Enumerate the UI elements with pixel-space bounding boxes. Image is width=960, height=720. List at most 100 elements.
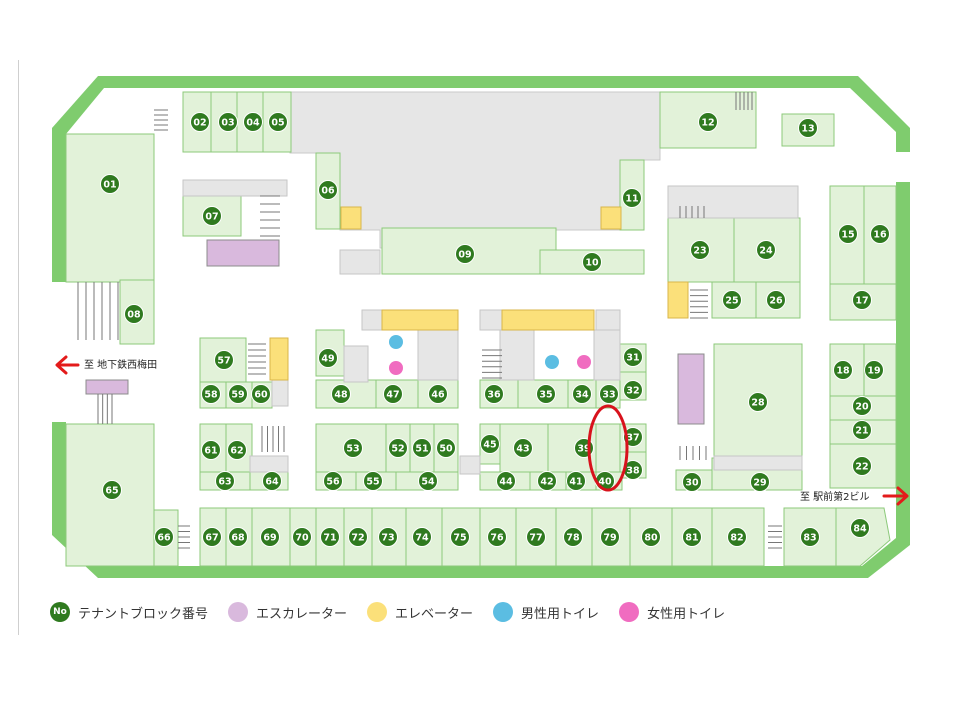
tenant-badge-circle [331,384,351,404]
tenant-badge-number: 79 [603,533,616,544]
tenant-badge-64: 64 [262,471,282,491]
tenant-badge-number: 49 [321,354,334,365]
tenant-badge-circle [766,290,786,310]
tenant-badge-number: 60 [254,390,268,401]
legend-label: テナントブロック番号 [78,606,209,622]
tenant-badge-number: 58 [204,390,218,401]
legend-label: 女性用トイレ [647,606,726,622]
tenant-badge-number: 56 [326,477,340,488]
tenant-badge-number: 09 [458,250,471,261]
tenant-badge-circle [852,396,872,416]
tenant-badge-number: 13 [801,124,814,135]
tenant-badge-number: 66 [157,533,171,544]
service-room [459,455,481,475]
tenant-badge-20: 20 [852,396,872,416]
stairs-icon [735,92,753,110]
tenant-badge-circle [378,527,398,547]
tenant-badge-41: 41 [566,471,586,491]
tenant-badge-number: 64 [265,477,279,488]
tenant-badge-number: 32 [626,386,639,397]
tenant-badge-56: 56 [323,471,343,491]
service-room [593,329,621,381]
tenant-badge-80: 80 [641,527,661,547]
legend-item-elevator: エレベーター [367,602,473,622]
tenant-badge-26: 26 [766,290,786,310]
tenant-badge-number: 52 [391,444,404,455]
tenant-badge-73: 73 [378,527,398,547]
tenant-badge-circle [318,348,338,368]
tenant-badge-number: 61 [204,446,217,457]
stairs-icon [679,446,707,460]
tenant-badge-46: 46 [428,384,448,404]
tenant-badge-circle [320,527,340,547]
tenant-badge-42: 42 [537,471,557,491]
tenant-badge-67: 67 [202,527,222,547]
tenant-badge-12: 12 [698,112,718,132]
tenant-badge-number: 54 [421,477,435,488]
tenant-badge-circle [722,290,742,310]
tenant-badge-circle [690,240,710,260]
tenant-badge-63: 63 [215,471,235,491]
tenant-badge-circle [623,380,643,400]
tenant-badge-circle [318,180,338,200]
tenant-badge-circle [215,471,235,491]
tenant-badge-49: 49 [318,348,338,368]
tenant-badge-81: 81 [682,527,702,547]
tenant-badge-circle [572,384,592,404]
tenant-badge-number: 48 [334,390,348,401]
tenant-badge-65: 65 [102,480,122,500]
tenant-badge-circle [852,420,872,440]
tenant-badge-circle [748,392,768,412]
tenant-badge-circle [582,252,602,272]
tenant-badge-60: 60 [251,384,271,404]
service-room [667,185,799,219]
tenant-badge-circle [487,527,507,547]
service-room [499,329,535,381]
tenant-badge-29: 29 [750,472,770,492]
tenant-badge-25: 25 [722,290,742,310]
tenant-badge-54: 54 [418,471,438,491]
tenant-badge-circle [412,527,432,547]
tenant-badge-number: 62 [230,446,243,457]
tenant-badge-circle [682,472,702,492]
tenant-badge-33: 33 [599,384,619,404]
tenant-badge-circle [455,244,475,264]
tenant-badge-66: 66 [154,527,174,547]
stairs-icon [178,525,190,549]
tenant-badge-number: 82 [730,533,743,544]
stairs-icon [690,289,708,319]
tenant-badge-number: 35 [539,390,552,401]
tenant-badge-number: 19 [867,366,880,377]
tenant-badge-36: 36 [484,384,504,404]
tenant-badge-number: 41 [569,477,582,488]
tenant-badge-59: 59 [228,384,248,404]
service-room [249,455,289,473]
tenant-badge-circle [682,527,702,547]
tenant-badge-21: 21 [852,420,872,440]
men-toilet-swatch-icon [493,602,514,622]
tenant-badge-16: 16 [870,224,890,244]
tenant-badge-45: 45 [480,434,500,454]
legend-item-tenant: No テナントブロック番号 [50,602,208,622]
tenant-badge-circle [260,527,280,547]
tenant-badge-number: 26 [769,296,783,307]
tenant-badge-circle [850,518,870,538]
tenant-badge-number: 70 [295,533,309,544]
tenant-badge-number: 23 [693,246,706,257]
tenant-badge-circle [622,188,642,208]
tenant-badge-03: 03 [218,112,238,132]
service-room [361,309,383,331]
tenant-badge-09: 09 [455,244,475,264]
tenant-badge-number: 30 [685,478,699,489]
tenant-badge-number: 67 [205,533,218,544]
escalator-swatch-icon [228,602,249,622]
service-room [343,345,369,383]
tenant-badge-number: 72 [351,533,364,544]
tenant-badge-number: 47 [386,390,399,401]
women-toilet-swatch-icon [619,602,640,622]
tenant-badge-circle [262,471,282,491]
tenant-badge-number: 22 [855,462,868,473]
tenant-badge-44: 44 [496,471,516,491]
west-arrow-icon [55,355,80,375]
tenant-badge-18: 18 [833,360,853,380]
